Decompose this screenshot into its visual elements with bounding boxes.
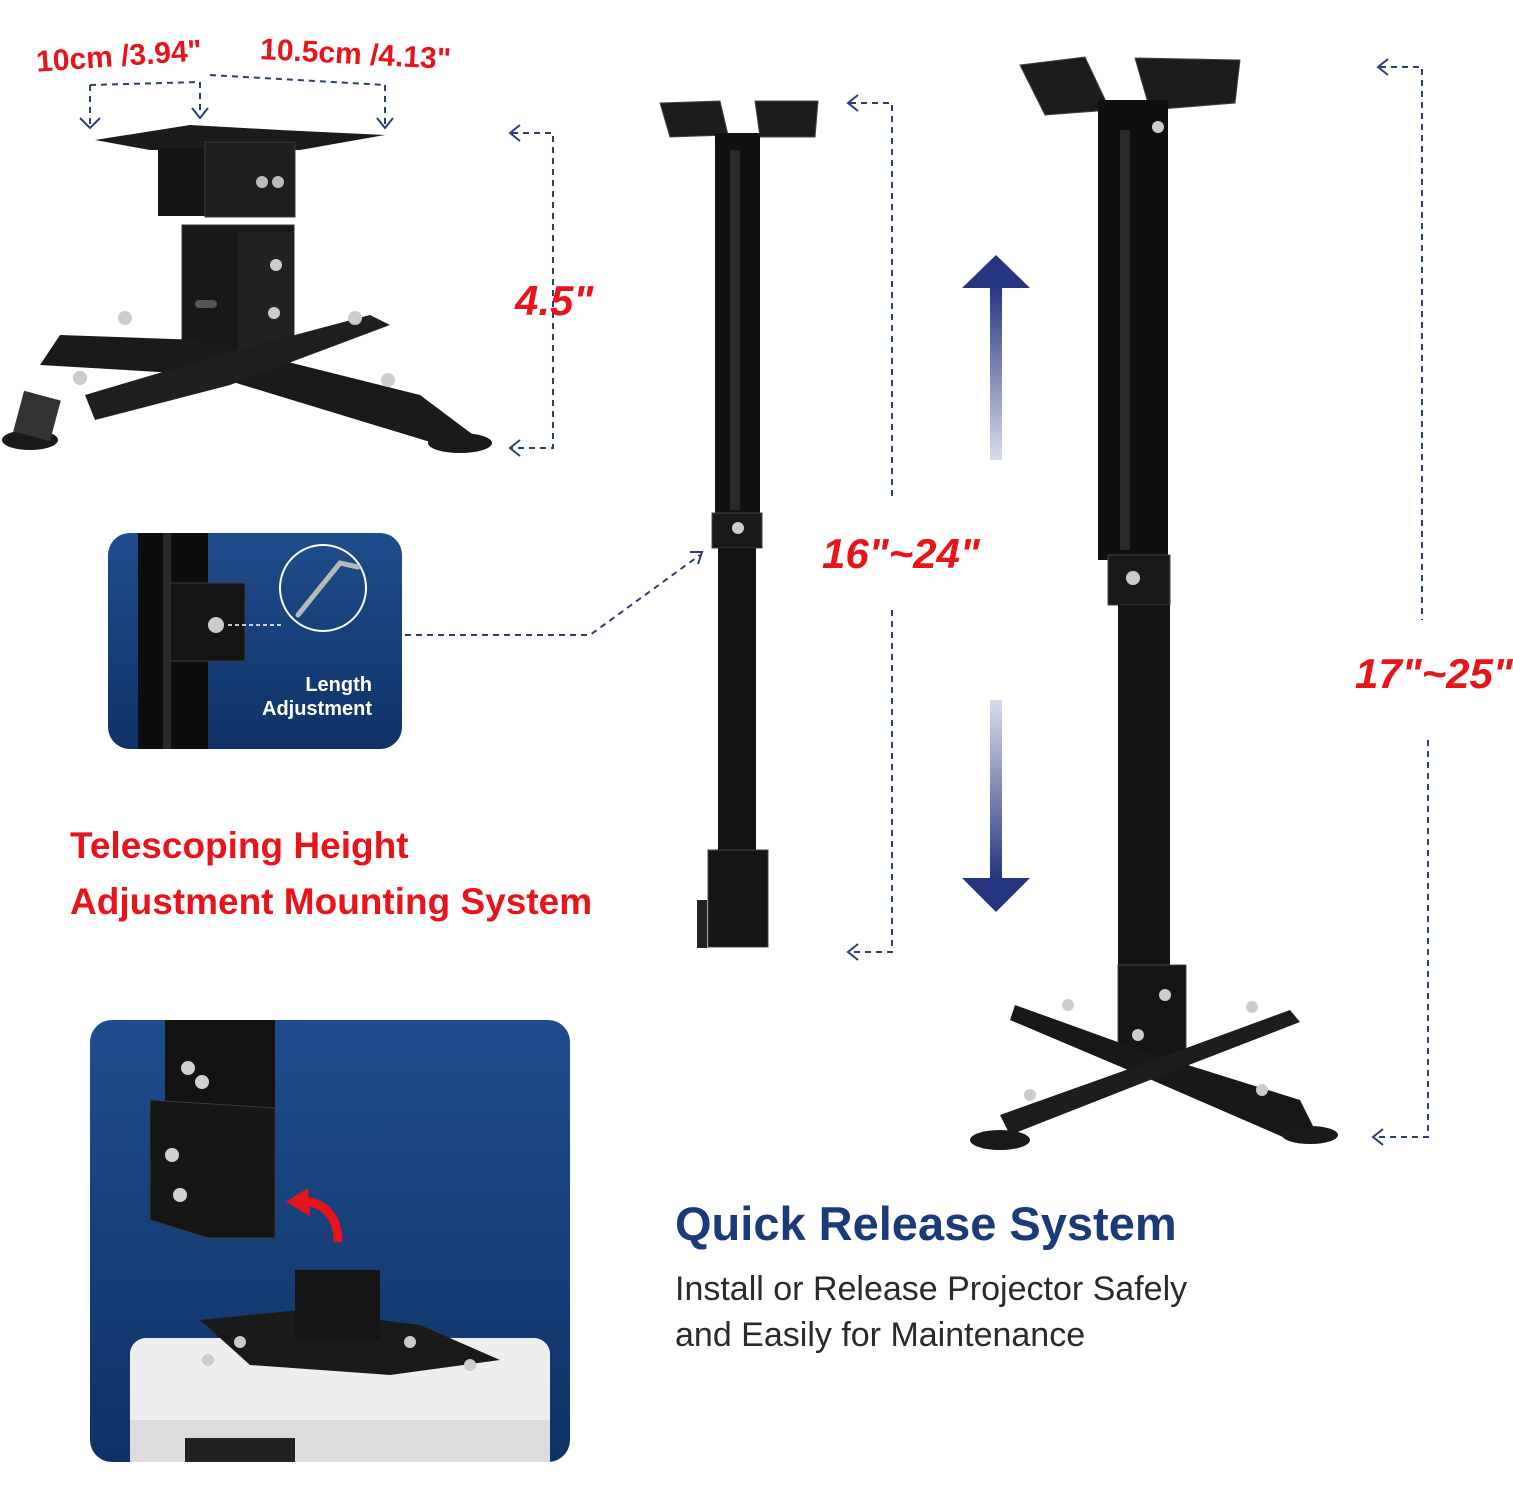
telescoping-line1: Telescoping Height xyxy=(70,825,409,866)
dim-short-pole: 16"~24" xyxy=(822,530,980,577)
dim-long-pole: 17"~25" xyxy=(1355,650,1513,697)
quick-release-description: Install or Release Projector Safely and … xyxy=(675,1266,1187,1358)
quick-release-title: Quick Release System xyxy=(675,1197,1177,1250)
up-down-arrow-icon xyxy=(962,255,1030,912)
telescoping-headline: Telescoping Height Adjustment Mounting S… xyxy=(70,818,592,930)
telescoping-line2: Adjustment Mounting System xyxy=(70,881,593,922)
allen-key-icon xyxy=(138,533,367,749)
dim-base-height: 4.5" xyxy=(515,277,594,324)
short-pole-image xyxy=(405,94,893,961)
inset-label-line2: Adjustment xyxy=(262,698,372,720)
base-mount-image xyxy=(2,74,554,457)
inset-label-line1: Length xyxy=(305,674,372,696)
long-pole-image xyxy=(970,56,1429,1150)
length-adjustment-label: Length Adjustment xyxy=(262,673,372,721)
length-adjustment-inset: Length Adjustment xyxy=(108,533,402,749)
quick-release-line2: and Easily for Maintenance xyxy=(675,1316,1086,1354)
quick-release-image xyxy=(130,1020,550,1462)
quick-release-line1: Install or Release Projector Safely xyxy=(675,1270,1188,1308)
quick-release-inset xyxy=(90,1020,570,1462)
